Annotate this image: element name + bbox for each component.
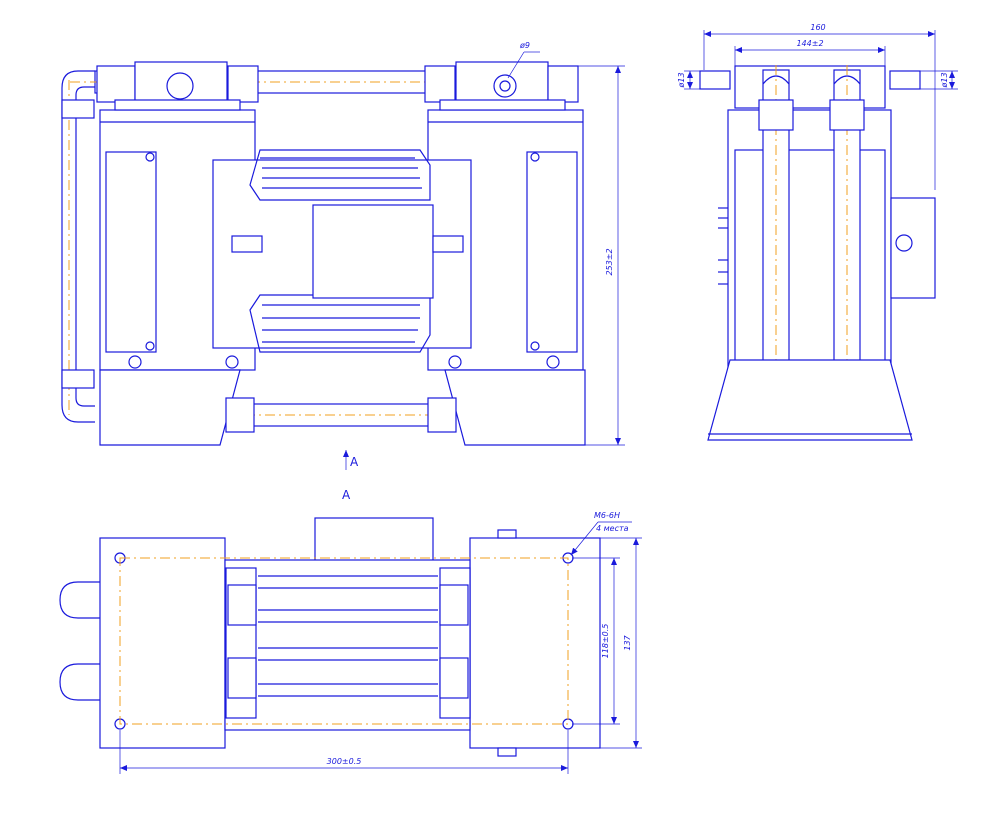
plan-depth-dimension: 137 xyxy=(623,634,632,650)
left-inlet-stub xyxy=(699,70,731,90)
plan-view: A M6-6H 4 места xyxy=(59,488,642,774)
right-foot xyxy=(444,369,586,446)
thread-callout: M6-6H xyxy=(594,511,620,520)
thread-count: 4 места xyxy=(596,524,629,533)
left-bypass-tube xyxy=(61,70,95,423)
overall-width-dimension: 160 xyxy=(810,23,825,32)
view-arrow-label: A xyxy=(350,455,359,469)
hole-spacing-horizontal: 300±0.5 xyxy=(327,757,362,766)
plan-loop-top xyxy=(59,581,100,619)
plan-left-head xyxy=(99,537,226,749)
right-inlet-stub xyxy=(889,70,921,90)
plan-right-head xyxy=(469,537,601,749)
left-tube-diameter: ø13 xyxy=(677,72,686,88)
port-diameter-callout: ø9 xyxy=(519,41,530,50)
right-tube-diameter: ø13 xyxy=(940,72,949,88)
flange-width-dimension: 144±2 xyxy=(796,39,823,48)
left-foot xyxy=(99,369,241,446)
plan-loop-bottom xyxy=(59,663,100,701)
plan-view-title: A xyxy=(342,488,351,502)
outlet-port xyxy=(493,74,517,98)
hole-spacing-vertical: 118±0.5 xyxy=(601,624,610,659)
side-base xyxy=(707,359,913,441)
height-dimension: 253±2 xyxy=(605,248,614,275)
front-view: 253±2 ø9 A xyxy=(61,41,625,470)
terminal-box xyxy=(312,204,434,299)
plan-motor xyxy=(224,559,471,731)
side-view: 160 144±2 ø13 ø13 xyxy=(677,23,958,441)
